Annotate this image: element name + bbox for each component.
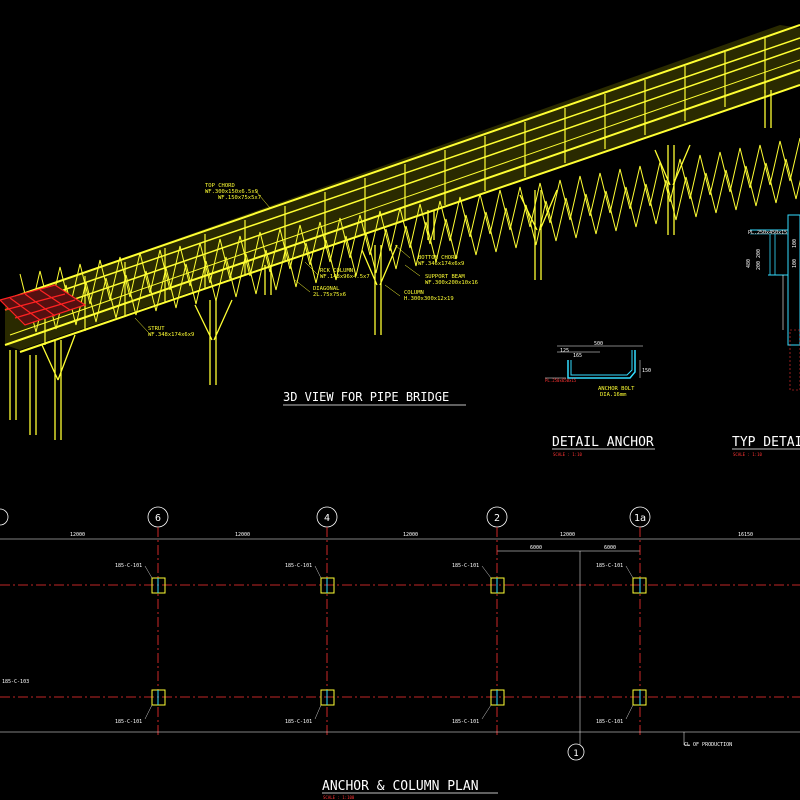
svg-text:12000: 12000 (560, 532, 575, 538)
truss-web (19, 137, 800, 333)
callout-rck-column: RCK COLUMN (320, 268, 353, 274)
callout-rck-column-size: WF.148x96x4.5x7 (320, 274, 370, 280)
column-plan: 6 4 2 1a 1 12000 12000 12000 12000 16150… (0, 506, 800, 761)
callout-diagonal: DIAGONAL (313, 286, 340, 292)
anchor-note-bolt: ANCHOR BOLT (598, 386, 635, 392)
svg-text:6000: 6000 (530, 545, 542, 551)
svg-text:1: 1 (573, 749, 578, 759)
typ-detail-title: TYP DETAI (732, 435, 800, 450)
detail-anchor-title: DETAIL ANCHOR (552, 435, 654, 450)
svg-text:12000: 12000 (70, 532, 85, 538)
svg-text:185-C-101: 185-C-101 (596, 563, 623, 569)
pipe-bridge-3d-view (0, 24, 800, 440)
svg-text:1a: 1a (634, 513, 646, 524)
typ-plate-label: PL.250x450x15 (748, 230, 787, 236)
callout-support-beam: SUPPORT BEAM (425, 274, 465, 280)
support-columns (9, 90, 772, 440)
svg-text:185-C-101: 185-C-101 (285, 563, 312, 569)
callout-strut: STRUT (148, 326, 165, 332)
callout-diagonal-size: 2L.75x75x6 (313, 292, 346, 298)
svg-text:4: 4 (324, 513, 330, 524)
plan-scale: SCALE : 1:100 (323, 795, 355, 800)
callout-column: COLUMN (404, 290, 424, 296)
anchor-plate-label: PL.250x650x15 (545, 378, 577, 383)
detail-anchor-scale: SCALE : 1:10 (553, 452, 582, 457)
svg-text:185-C-103: 185-C-103 (2, 679, 29, 685)
typ-dim-4: 100 (792, 239, 798, 248)
bottom-chord-line (4, 69, 800, 346)
callout-bottom-chord-size: WF.346x174x6x9 (418, 261, 464, 267)
anchor-zone-red (0, 284, 87, 326)
production-label: CL OF PRODUCTION (684, 742, 732, 748)
svg-text:12000: 12000 (235, 532, 250, 538)
anchor-dim-inner: 165 (573, 353, 582, 359)
svg-text:6: 6 (155, 513, 161, 524)
anchor-dim-left: 125 (560, 348, 569, 354)
callout-top-chord-size-2: WF.150x75x5x7 (218, 195, 261, 201)
callout-strut-size: WF.348x174x6x9 (148, 332, 194, 338)
typ-detail-drawing: 480 200 200 100 100 PL.250x450x15 (746, 214, 800, 391)
anchor-dim-total: 500 (594, 341, 603, 347)
typ-dim-2: 200 (756, 249, 762, 258)
svg-text:185-C-101: 185-C-101 (115, 719, 142, 725)
typ-detail-scale: SCALE : 1:10 (733, 452, 762, 457)
callout-column-size: H.300x300x12x19 (404, 296, 454, 302)
typ-dim-5: 100 (792, 259, 798, 268)
typ-dim-3: 200 (756, 261, 762, 270)
typ-dim-1: 480 (746, 259, 752, 268)
svg-text:16150: 16150 (738, 532, 753, 538)
callout-support-beam-size: WF.300x200x10x16 (425, 280, 478, 286)
svg-text:12000: 12000 (403, 532, 418, 538)
anchor-note-dia: DIA.16mm (600, 392, 627, 398)
svg-text:2: 2 (494, 513, 500, 524)
callout-bottom-chord: BOTTOM CHORD (418, 255, 458, 261)
detail-anchor-drawing: 500 125 165 150 ANCHOR BOLT DIA.16mm PL.… (545, 341, 651, 398)
anchor-dim-right: 150 (642, 368, 651, 374)
svg-text:185-C-101: 185-C-101 (452, 719, 479, 725)
view3d-title: 3D VIEW FOR PIPE BRIDGE (283, 390, 449, 404)
truss-callouts: TOP CHORD WF.300x150x6.5x9 WF.150x75x5x7… (148, 183, 478, 338)
grid-bubble-1 (567, 743, 585, 761)
callout-top-chord: TOP CHORD (205, 183, 235, 189)
svg-text:185-C-101: 185-C-101 (115, 563, 142, 569)
top-chord-line (4, 24, 800, 301)
svg-text:185-C-101: 185-C-101 (452, 563, 479, 569)
svg-text:185-C-101: 185-C-101 (285, 719, 312, 725)
column-tags: 185-C-101 185-C-101 185-C-101 185-C-101 … (2, 563, 634, 725)
callout-top-chord-size: WF.300x150x6.5x9 (205, 189, 258, 195)
column-anchors (151, 577, 647, 706)
plan-title: ANCHOR & COLUMN PLAN (322, 779, 479, 794)
svg-text:6000: 6000 (604, 545, 616, 551)
svg-text:185-C-101: 185-C-101 (596, 719, 623, 725)
